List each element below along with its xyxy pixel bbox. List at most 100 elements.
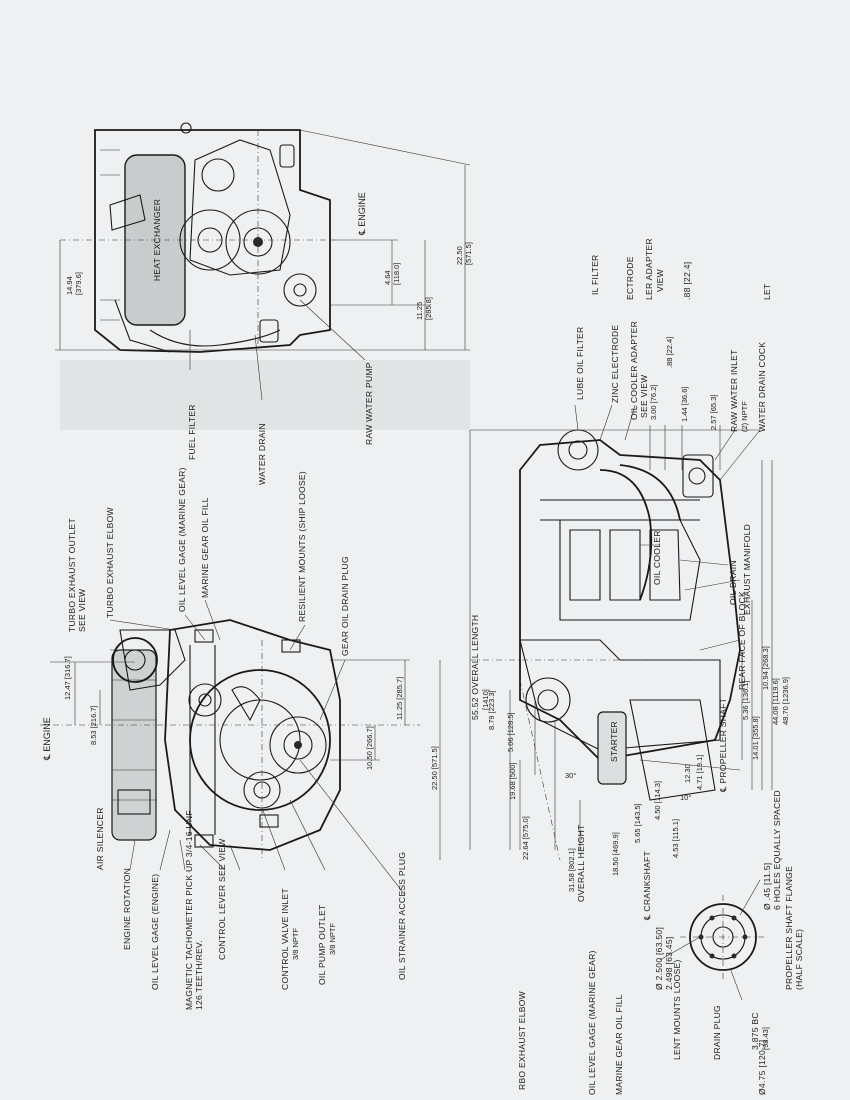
frag-ler-adapter: LER ADAPTER xyxy=(644,238,654,300)
dim-464: 4.64 xyxy=(383,270,392,285)
front-view-text: TURBO EXHAUST OUTLET SEE VIEW TURBO EXHA… xyxy=(42,467,439,1010)
water-drain-label: WATER DRAIN xyxy=(257,423,267,485)
starter-label: STARTER xyxy=(609,721,619,762)
flange-holes: Ø .45 [11.5] xyxy=(762,863,772,910)
oil-level-gage-marine-label: OIL LEVEL GAGE (MARINE GEAR) xyxy=(177,467,187,612)
control-lever-label: CONTROL LEVER SEE VIEW xyxy=(217,838,227,960)
turbo-see-view: SEE VIEW xyxy=(77,589,87,633)
dim-1125-front: 11.25 [285.7] xyxy=(395,677,404,720)
propeller-flange-text: Ø 2.500 [63.50] 2.498 [63.45] Ø .45 [11.… xyxy=(654,790,804,1095)
propeller-shaft-label: ℄ PROPELLER SHAFT xyxy=(718,698,728,793)
dim-1401: 14.01 [355.8] xyxy=(751,716,760,760)
flange-od: Ø4.75 [120.7] xyxy=(757,1040,767,1095)
marine-gear-oil-fill-label: MARINE GEAR OIL FILL xyxy=(200,497,210,598)
overall-height-label: OVERALL HEIGHT xyxy=(576,824,586,902)
flange-scale: (HALF SCALE) xyxy=(794,929,804,990)
angle-10: 10° xyxy=(680,793,691,802)
flange-bore2: 2.498 [63.45] xyxy=(664,936,674,990)
frag-il-filter: IL FILTER xyxy=(590,255,600,296)
dim-257: 2.57 [65.3] xyxy=(709,395,718,430)
oil-level-gage-engine-label: OIL LEVEL GAGE (ENGINE) xyxy=(150,874,160,990)
flange-holes2: 6 HOLES EQUALLY SPACED xyxy=(772,790,782,910)
dim-1247: 12.47 [316.7] xyxy=(63,656,72,700)
oil-drain-label: OIL DRAIN xyxy=(728,560,738,605)
dim-506: 5.06 [128.5] xyxy=(506,712,515,752)
crankshaft-label: ℄ CRANKSHAFT xyxy=(642,851,652,921)
dim-450: 4.50 [114.3] xyxy=(653,781,662,820)
dim-1494-mm: [379.6] xyxy=(74,272,83,295)
frag-lent-mounts: LENT MOUNTS LOOSE) xyxy=(672,959,682,1060)
lube-oil-filter-label: LUBE OIL FILTER xyxy=(575,327,585,400)
magnetic-tach-teeth: 126 TEETH/REV. xyxy=(194,940,204,1010)
raw-water-inlet-size: (2) NPTF xyxy=(740,401,749,432)
resilient-mounts-label: RESILIENT MOUNTS (SHIP LOOSE) xyxy=(297,471,307,622)
rear-face-of-block-label: REAR FACE OF BLOCK xyxy=(737,591,747,690)
dim-2250-front: 22.50 [571.5] xyxy=(430,746,439,790)
dim-3158: 31.58 [802.1] xyxy=(567,848,576,892)
dim-464-mm: [118.0] xyxy=(392,263,401,285)
control-valve-size: 3/8 NPTF xyxy=(291,927,300,960)
dim-536: 5.36 [136.1] xyxy=(741,680,750,720)
oil-pump-size: 3/8 NPTF xyxy=(328,922,337,955)
oil-strainer-label: OIL STRAINER ACCESS PLUG xyxy=(397,852,407,980)
dim-1125-top: 11.25 xyxy=(415,302,424,320)
dim-4408: 44.08 [1119.6] xyxy=(771,678,780,725)
scan-shadow xyxy=(60,360,470,430)
dim-2250-top-mm: [571.5] xyxy=(464,242,473,265)
frag-marine-fill: MARINE GEAR OIL FILL xyxy=(614,994,624,1095)
magnetic-tach-label: MAGNETIC TACHOMETER PICK UP 3/4-16 UNF xyxy=(184,810,194,1010)
control-valve-inlet-label: CONTROL VALVE INLET xyxy=(280,888,290,990)
frag-drain-plug: DRAIN PLUG xyxy=(712,1005,722,1060)
dim-1050: 10.50 [266.7] xyxy=(365,726,374,770)
dim-1230: 12.30 xyxy=(683,764,692,783)
right-fragments: IL FILTER ECTRODE LER ADAPTER VIEW .88 [… xyxy=(590,238,772,300)
flange-bc2: [98.43] xyxy=(761,1027,770,1050)
overall-length-mm: [1410] xyxy=(481,689,490,710)
angle-30: 30° xyxy=(565,771,576,780)
dim-1850: 18.50 [469.9] xyxy=(611,832,620,876)
dim-2250-top: 22.50 xyxy=(455,246,464,265)
top-view: HEAT EXCHANGER xyxy=(55,122,471,353)
fuel-filter-label: FUEL FILTER xyxy=(187,404,197,460)
turbo-exhaust-elbow-label: TURBO EXHAUST ELBOW xyxy=(105,507,115,618)
oil-cooler-adapter-label: OIL COOLER ADAPTER xyxy=(629,321,639,420)
starter xyxy=(597,711,627,785)
oil-pump-outlet-label: OIL PUMP OUTLET xyxy=(317,904,327,985)
oil-cooler-see-view: SEE VIEW xyxy=(639,375,649,419)
oil-cooler-label: OIL COOLER xyxy=(652,530,662,585)
dim-144: 1.44 [36.6] xyxy=(680,387,689,422)
flange-title: PROPELLER SHAFT FLANGE xyxy=(784,866,794,990)
water-drain-cock-label: WATER DRAIN COCK xyxy=(757,342,767,432)
frag-oil-level: OIL LEVEL GAGE (MARINE GEAR) xyxy=(587,950,597,1095)
raw-water-inlet-label: RAW WATER INLET xyxy=(729,349,739,432)
engine-centerline-top: ℄ ENGINE xyxy=(357,192,367,236)
flange-bore: Ø 2.500 [63.50] xyxy=(654,927,664,990)
frag-rbo-elbow: RBO EXHAUST ELBOW xyxy=(517,991,527,1090)
raw-water-pump-label: RAW WATER PUMP xyxy=(364,362,374,445)
dim-1125-top-mm: [285.8] xyxy=(424,297,433,320)
dim-853: 8.53 [216.7] xyxy=(89,705,98,745)
engine-centerline-front: ℄ ENGINE xyxy=(42,717,52,761)
side-view-text: LUBE OIL FILTER ZINC ELECTRODE OIL COOLE… xyxy=(470,321,790,921)
frag-088: .88 [22.4] xyxy=(682,262,692,300)
dim-2264: 22.64 [575.0] xyxy=(521,816,530,860)
front-view xyxy=(40,599,441,896)
dim-300: 3.00 [76.2] xyxy=(649,385,658,420)
dim-088-side: .88 [22.4] xyxy=(665,337,674,368)
dim-565: 5.65 [143.5] xyxy=(633,803,642,843)
air-silencer-label: AIR SILENCER xyxy=(95,807,105,870)
turbo-exhaust-outlet-label: TURBO EXHAUST OUTLET xyxy=(67,518,77,632)
bottom-fragments: RBO EXHAUST ELBOW OIL LEVEL GAGE (MARINE… xyxy=(517,950,722,1095)
overall-length-label: 55.52 OVERALL LENGTH xyxy=(470,615,480,720)
dim-1494: 14.94 xyxy=(65,276,74,295)
dim-471: 4.71 [19.1] xyxy=(695,755,704,790)
propeller-flange xyxy=(659,879,765,1001)
dim-453: 4.53 [115.1] xyxy=(671,819,680,858)
dim-879: 8.79 [223.3] xyxy=(487,690,496,730)
gear-oil-drain-plug-label: GEAR OIL DRAIN PLUG xyxy=(340,556,350,656)
zinc-electrode-label: ZINC ELECTRODE xyxy=(610,325,620,403)
dim-1968: 19.68 [500] xyxy=(508,762,517,800)
engine-rotation-label: ENGINE ROTATION xyxy=(122,868,132,950)
frag-let: LET xyxy=(762,284,772,301)
